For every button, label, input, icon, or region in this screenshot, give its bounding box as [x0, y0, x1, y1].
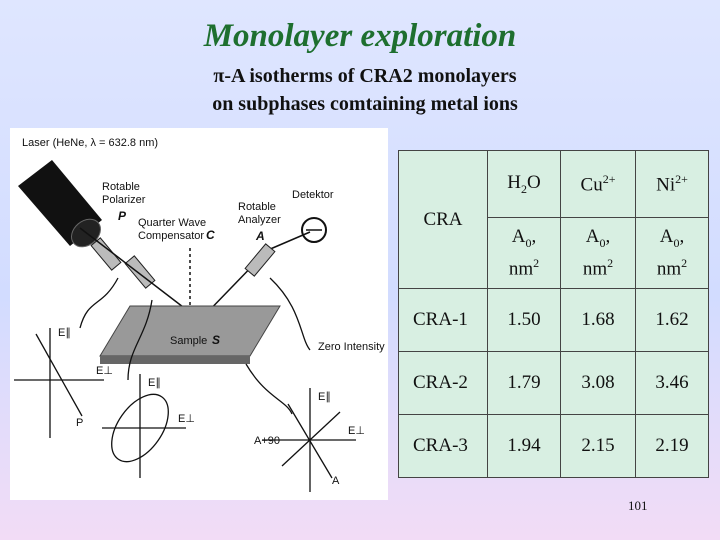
table-row: CRA-3 1.94 2.15 2.19 — [398, 414, 709, 478]
col-header-ni: Ni2+ — [635, 150, 709, 218]
col-header-cu: Cu2+ — [560, 150, 636, 218]
compensator-icon — [124, 255, 156, 289]
inset1-p-axis: P — [76, 417, 83, 429]
detector-label: Detektor — [292, 189, 334, 201]
inset3-a-plus-90: A+90 — [254, 435, 280, 447]
unit-cell: A0,nm2 — [635, 217, 709, 289]
page-number: 101 — [628, 498, 648, 513]
polarization-inset-elliptical — [102, 374, 186, 478]
table-cell: 1.79 — [487, 351, 561, 415]
sample-label: Sample — [170, 335, 207, 347]
laser-label: Laser (HeNe, λ = 632.8 nm) — [22, 137, 158, 149]
table-unit-row: A0,nm2 A0,nm2 A0,nm2 — [399, 217, 709, 289]
analyzer-label-1: Rotable — [238, 201, 276, 213]
table-row: CRA-1 1.50 1.68 1.62 — [398, 288, 709, 352]
table-row: CRA-2 1.79 3.08 3.46 — [398, 351, 709, 415]
detector-icon — [301, 217, 327, 243]
table-cell: 1.68 — [560, 288, 636, 352]
sample-symbol: S — [212, 333, 220, 347]
inset2-e-perp: E⊥ — [178, 413, 195, 425]
compensator-symbol: C — [206, 228, 215, 242]
analyzer-symbol: A — [255, 229, 265, 243]
polarizer-icon — [90, 237, 122, 271]
compensator-label-2: Compensator — [138, 230, 204, 242]
row-label: CRA-3 — [398, 414, 488, 478]
table-cell: 2.19 — [635, 414, 709, 478]
analyzer-icon — [244, 243, 276, 277]
table-cell: 1.50 — [487, 288, 561, 352]
col-header-h2o: H2O — [487, 150, 561, 218]
inset2-e-parallel: E∥ — [148, 377, 161, 389]
compensator-label-1: Quarter Wave — [138, 217, 206, 229]
table-cell: 3.46 — [635, 351, 709, 415]
table-cell: 2.15 — [560, 414, 636, 478]
ellipsometer-svg: Laser (HeNe, λ = 632.8 nm) Rotable Polar… — [14, 137, 385, 492]
polarization-inset-analyzer — [262, 388, 356, 492]
slide-subtitle: π-A isotherms of CRA2 monolayers on subp… — [170, 62, 560, 118]
connector-lines — [79, 277, 311, 415]
subtitle-line-2: on subphases comtaining metal ions — [212, 93, 518, 115]
polarizer-symbol: P — [118, 209, 127, 223]
inset1-e-perp: E⊥ — [96, 365, 113, 377]
subtitle-line-1: π-A isotherms of CRA2 monolayers — [213, 65, 517, 87]
row-label: CRA-1 — [398, 288, 488, 352]
row-label: CRA-2 — [398, 351, 488, 415]
inset1-e-parallel: E∥ — [58, 327, 71, 339]
inset3-e-perp: E⊥ — [348, 425, 365, 437]
ellipsometer-diagram: Laser (HeNe, λ = 632.8 nm) Rotable Polar… — [10, 128, 388, 500]
zero-intensity-label: Zero Intensity — [318, 341, 385, 353]
unit-cell: A0,nm2 — [487, 217, 561, 289]
corner-label: CRA — [423, 208, 463, 230]
inset3-e-parallel: E∥ — [318, 391, 331, 403]
slide-title: Monolayer exploration — [203, 18, 517, 54]
corner-cell: CRA — [398, 150, 488, 289]
unit-cell: A0,nm2 — [560, 217, 636, 289]
analyzer-label-2: Analyzer — [238, 214, 281, 226]
table-cell: 3.08 — [560, 351, 636, 415]
sample-icon — [99, 305, 281, 364]
table-header-row: CRA H2O Cu2+ Ni2+ — [398, 150, 709, 289]
polarizer-label-1: Rotable — [102, 181, 140, 193]
table-cell: 1.62 — [635, 288, 709, 352]
results-table: CRA H2O Cu2+ Ni2+ A0,nm2 A0,nm2 A0,nm2 C… — [398, 150, 709, 478]
inset3-a-axis: A — [332, 475, 340, 487]
polarization-inset-linear — [14, 328, 104, 438]
results-table-container: CRA H2O Cu2+ Ni2+ A0,nm2 A0,nm2 A0,nm2 C… — [398, 150, 709, 478]
table-cell: 1.94 — [487, 414, 561, 478]
polarizer-label-2: Polarizer — [102, 194, 146, 206]
